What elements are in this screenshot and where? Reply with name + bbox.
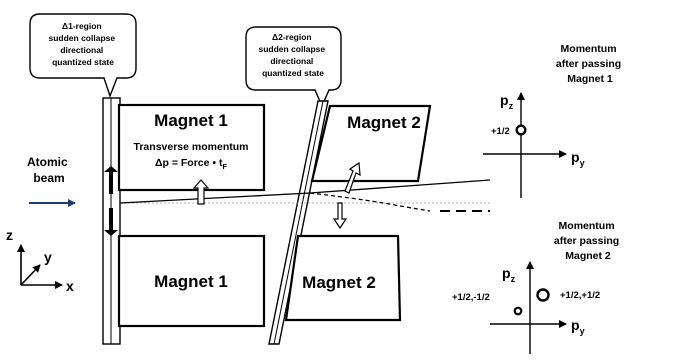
delta2-line4: quantized state	[262, 68, 324, 78]
momentum2-title-line3: Magnet 2	[565, 250, 611, 262]
axis-x-label: x	[66, 278, 74, 294]
svg-text:Atomic beam: Atomic beam	[27, 155, 71, 185]
momentum-plot-magnet1: Momentum after passing Magnet 1 pz py +1…	[483, 43, 624, 198]
svg-text:Momentum after passing: Momentum after passing Magnet 2	[554, 220, 622, 262]
delta1-line4: quantized state	[52, 57, 114, 67]
svg-text:Momentum after passing: Momentum after passing Magnet 1	[556, 43, 624, 85]
momentum1-py-label: py	[571, 149, 585, 168]
delta2-line2: sudden collapse	[259, 44, 326, 54]
transverse-momentum-label: Transverse momentum	[134, 141, 249, 153]
momentum2-point-right-label: +1/2,+1/2	[560, 290, 600, 301]
delta-p-formula: Δp = Force • tF	[155, 157, 228, 171]
delta2-callout: Δ2-region sudden collapse directional qu…	[245, 26, 342, 108]
magnet2-bottom-label: Magnet 2	[302, 273, 376, 292]
magnet1-top: Magnet 1 Transverse momentum Δp = Force …	[117, 103, 266, 192]
delta1-callout: Δ1-region sudden collapse directional qu…	[29, 13, 137, 99]
magnet2-bottom: Magnet 2	[284, 234, 402, 322]
momentum2-point-left	[513, 306, 523, 316]
delta1-line3: directional	[60, 45, 103, 55]
momentum1-point-label: +1/2	[491, 126, 510, 137]
axis-z-label: z	[6, 227, 13, 243]
momentum2-point-left-label: +1/2,-1/2	[452, 292, 490, 303]
magnet2-top: Magnet 2	[310, 104, 432, 183]
atomic-beam-line1: Atomic	[27, 155, 68, 169]
svg-text:Δ2-region sudden collaps: Δ2-region sudden collapse directional qu…	[259, 32, 328, 78]
momentum1-title-line1: Momentum	[561, 43, 617, 55]
beam-paths	[119, 179, 491, 212]
momentum1-point	[515, 124, 527, 136]
momentum1-title-line3: Magnet 1	[567, 73, 613, 85]
atomic-beam: Atomic beam	[27, 155, 76, 207]
delta2-line1: Δ2-region	[272, 32, 312, 42]
magnet2-top-label: Magnet 2	[347, 113, 421, 132]
magnet1-bottom-label: Magnet 1	[154, 272, 228, 291]
delta1-line2: sudden collapse	[49, 33, 116, 43]
delta2-line3: directional	[270, 56, 313, 66]
momentum2-title-line2: after passing	[554, 235, 619, 247]
delta1-line1: Δ1-region	[62, 21, 102, 31]
momentum1-title-line2: after passing	[556, 58, 621, 70]
force-arrow-magnet2-up	[344, 161, 361, 194]
axes-3d: z y x	[6, 227, 74, 294]
momentum2-point-right	[536, 288, 550, 302]
momentum-plot-magnet2: Momentum after passing Magnet 2 pz py +1…	[452, 220, 622, 354]
momentum2-py-label: py	[571, 317, 585, 336]
svg-text:Δ1-region sudden collaps: Δ1-region sudden collapse directional qu…	[49, 21, 118, 67]
delta2-region	[268, 100, 329, 345]
momentum2-title-line1: Momentum	[559, 220, 615, 232]
force-arrow-magnet2-down	[332, 202, 348, 230]
momentum1-pz-label: pz	[500, 92, 514, 111]
atomic-beam-line2: beam	[33, 171, 64, 185]
momentum2-pz-label: pz	[502, 265, 516, 284]
force-arrow-magnet1	[192, 179, 210, 205]
magnet1-bottom: Magnet 1	[117, 234, 266, 328]
delta1-region	[102, 97, 121, 345]
axis-y-label: y	[44, 249, 52, 265]
magnet1-top-label: Magnet 1	[154, 111, 228, 130]
